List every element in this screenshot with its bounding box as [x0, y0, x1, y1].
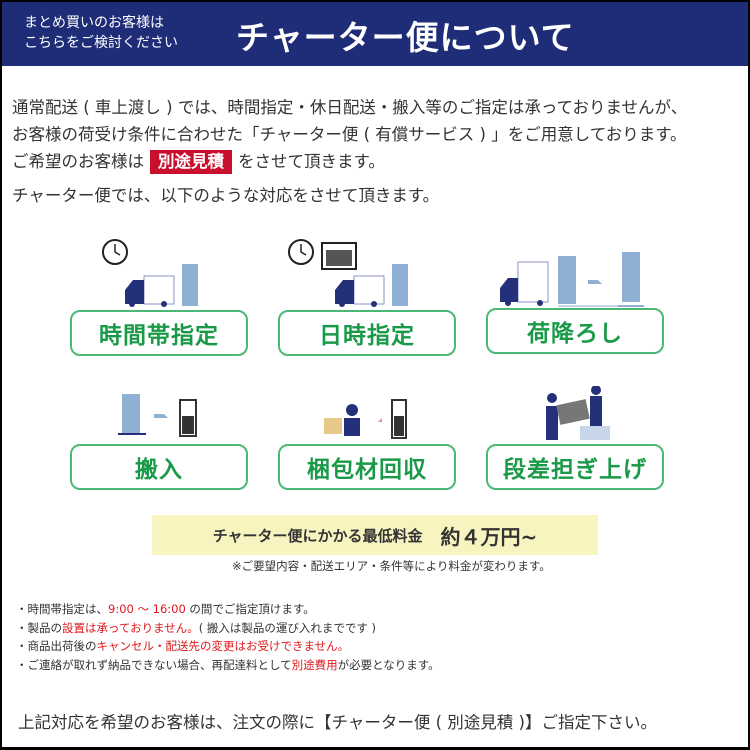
clock-truck-illustration: [102, 239, 198, 307]
notes-list: ・時間帯指定は、9:00 ～ 16:00 の間でご指定頂けます。 ・製品の設置は…: [16, 600, 440, 674]
estimate-badge: 別途見積: [150, 150, 232, 174]
arrow-icon: [588, 280, 602, 284]
note-highlight: キャンセル・配送先の変更はお受けできません。: [96, 639, 350, 653]
note-text: ( 搬入は製品の運び入れまでです ): [198, 620, 377, 635]
intro-text: 通常配送 ( 車上渡し ) では、時間指定・休日配送・搬入等のご指定は承っており…: [12, 94, 687, 175]
intro-text-post: をさせて頂きます。: [238, 152, 385, 171]
clock-calendar-truck-illustration: [288, 239, 408, 307]
price-label: チャーター便にかかる最低料金: [212, 526, 423, 545]
service-packaging-collection: 梱包材回収: [278, 444, 456, 490]
package-icon: [324, 418, 342, 434]
worker-icon: [546, 406, 558, 440]
service-time-slot: 時間帯指定: [70, 310, 248, 356]
truck-icon: [335, 275, 385, 307]
note-text: ・商品出荷後の: [16, 639, 97, 653]
service-unloading: 荷降ろし: [486, 308, 664, 354]
truck-icon: [500, 261, 549, 306]
intro-line: 通常配送 ( 車上渡し ) では、時間指定・休日配送・搬入等のご指定は承っており…: [12, 98, 688, 117]
service-step-carry: 段差担ぎ上げ: [486, 444, 664, 490]
note-text: ・時間帯指定は、: [16, 602, 108, 616]
packaging-collection-illustration: [324, 399, 407, 439]
intro-line: お客様の荷受け条件に合わせた「チャーター便 ( 有償サービス ) 」をご用意して…: [12, 125, 687, 144]
box-icon: [182, 264, 198, 306]
ordering-instruction: 上記対応を希望のお客様は、注文の際に【チャーター便 ( 別途見積 )】ご指定下さ…: [18, 713, 657, 732]
note-text: ・ご連絡が取れず納品できない場合、再配達料として: [16, 657, 292, 672]
page-title: チャーター便について: [236, 18, 575, 57]
arrow-icon: [366, 418, 382, 422]
truck-icon: [125, 275, 175, 307]
carry-in-illustration: [118, 394, 197, 437]
note-highlight: 9:00 ～ 16:00: [108, 602, 186, 616]
note-item: ・商品出荷後のキャンセル・配送先の変更はお受けできません。: [16, 637, 440, 656]
note-text: ・製品の: [16, 620, 62, 635]
note-highlight: 別途費用: [291, 657, 338, 672]
service-carry-in: 搬入: [70, 444, 248, 490]
price-note: ※ご要望内容・配送エリア・条件等により料金が変わります。: [232, 559, 551, 573]
package-icon: [556, 399, 590, 425]
hand-truck-icon: [179, 399, 197, 437]
unloading-illustration: [500, 252, 644, 307]
worker-icon: [346, 404, 358, 416]
note-text: が必要となります。: [337, 657, 440, 672]
note-highlight: 設置は承っておりません。: [62, 620, 199, 635]
note-text: の間でご指定頂けます。: [185, 602, 315, 616]
arrow-icon: [154, 414, 168, 418]
step-carry-illustration: [546, 386, 610, 440]
price-amount: 約４万円~: [440, 524, 538, 549]
calendar-icon: [321, 242, 357, 270]
hand-truck-icon: [391, 399, 407, 439]
header-banner: まとめ買いのお客様は こちらをご検討ください チャーター便について: [2, 2, 748, 66]
step-icon: [580, 426, 610, 440]
service-date-time: 日時指定: [278, 310, 456, 356]
intro-line: ご希望のお客様は別途見積をさせて頂きます。: [12, 148, 687, 175]
intro-text-pre: ご希望のお客様は: [12, 152, 144, 171]
subtitle-line: こちらをご検討ください: [24, 35, 178, 51]
box-icon: [392, 264, 408, 306]
subtitle-line: まとめ買いのお客様は: [24, 15, 164, 31]
note-item: ・製品の設置は承っておりません。( 搬入は製品の運び入れまでです ): [16, 619, 440, 638]
header-subtitle: まとめ買いのお客様は こちらをご検討ください: [24, 13, 178, 53]
lead-text: チャーター便では、以下のような対応をさせて頂きます。: [12, 186, 440, 205]
minimum-price-band: チャーター便にかかる最低料金 約４万円~: [152, 515, 598, 555]
note-item: ・時間帯指定は、9:00 ～ 16:00 の間でご指定頂けます。: [16, 600, 440, 619]
note-item: ・ご連絡が取れず納品できない場合、再配達料として別途費用が必要となります。: [16, 656, 440, 675]
